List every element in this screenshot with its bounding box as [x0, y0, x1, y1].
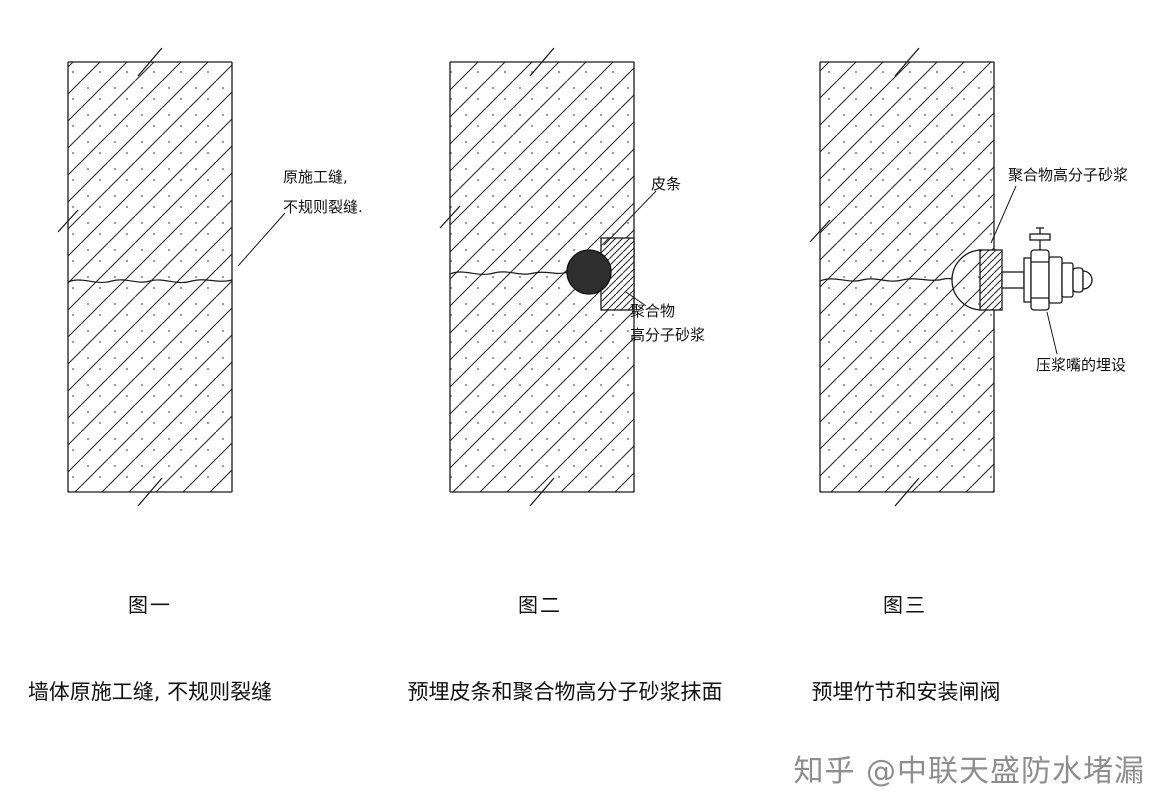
watermark-text: 知乎 @中联天盛防水堵漏 — [793, 754, 1145, 789]
mortar-leader-line-2 — [625, 291, 647, 307]
wall-section-1 — [57, 47, 286, 507]
wall-1-leader-line — [237, 212, 286, 267]
annotation-line-2: 高分子砂浆 — [630, 326, 706, 344]
annotation-line-2: 不规则裂缝. — [283, 198, 363, 216]
caption-figure-1: 墙体原施工缝, 不规则裂缝 — [27, 680, 273, 704]
valve-step-1 — [1048, 256, 1063, 304]
wall-3-crack-line — [819, 277, 953, 282]
valve-body — [1030, 249, 1050, 311]
figure-label-2: 图二 — [518, 593, 562, 617]
wall-section-2 — [439, 47, 657, 507]
annotation-rubber-strip: 皮条 — [651, 175, 682, 193]
annotation-polymer-mortar-2: 聚合物 高分子砂浆 — [630, 299, 705, 347]
caption-figure-3: 预埋竹节和安装闸阀 — [811, 680, 1001, 704]
rubber-strip-circle — [566, 249, 612, 295]
annotation-line-1: 原施工缝, — [283, 168, 348, 186]
valve-handle-bar — [1029, 233, 1051, 241]
mortar-leader-line-3 — [990, 185, 1017, 244]
valve-step-3 — [1072, 267, 1084, 293]
valve-end-cap — [1082, 270, 1093, 290]
wall-1-top-break-icon — [137, 47, 163, 77]
wall-2-top-break-icon — [529, 47, 555, 77]
grout-pipe — [1001, 271, 1025, 289]
wall-section-3 — [809, 47, 1093, 507]
grout-valve-assembly — [1001, 227, 1093, 311]
figure-label-3: 图三 — [883, 593, 927, 617]
annotation-grout-nozzle: 压浆嘴的埋设 — [1036, 356, 1127, 374]
caption-figure-2: 预埋皮条和聚合物高分子砂浆抹面 — [407, 680, 723, 704]
annotation-construction-joint: 原施工缝, 不规则裂缝. — [283, 162, 363, 222]
mortar-patch-3 — [979, 249, 1003, 311]
wall-1-crack-line — [67, 279, 233, 284]
valve-step-2 — [1061, 262, 1074, 298]
wall-1-bottom-break-icon — [137, 477, 163, 507]
figure-label-1: 图一 — [128, 593, 172, 617]
wall-3-edge-break-icon — [809, 219, 831, 243]
wall-2-edge-break-icon — [439, 205, 461, 229]
wall-1-edge-break-icon — [57, 209, 79, 233]
annotation-line-1: 聚合物 — [630, 302, 676, 320]
valve-flange — [1023, 257, 1032, 303]
groove-semicircle — [951, 249, 983, 311]
wall-2-bottom-break-icon — [529, 477, 555, 507]
nozzle-leader-line — [1046, 311, 1058, 355]
annotation-polymer-mortar-3: 聚合物高分子砂浆 — [1008, 166, 1129, 184]
wall-3-body — [820, 62, 994, 492]
wall-2-crack-line — [449, 271, 569, 276]
wall-3-top-break-icon — [894, 47, 920, 77]
wall-3-bottom-break-icon — [894, 477, 920, 507]
strip-leader-line — [603, 190, 657, 246]
wall-1-body — [68, 62, 232, 492]
